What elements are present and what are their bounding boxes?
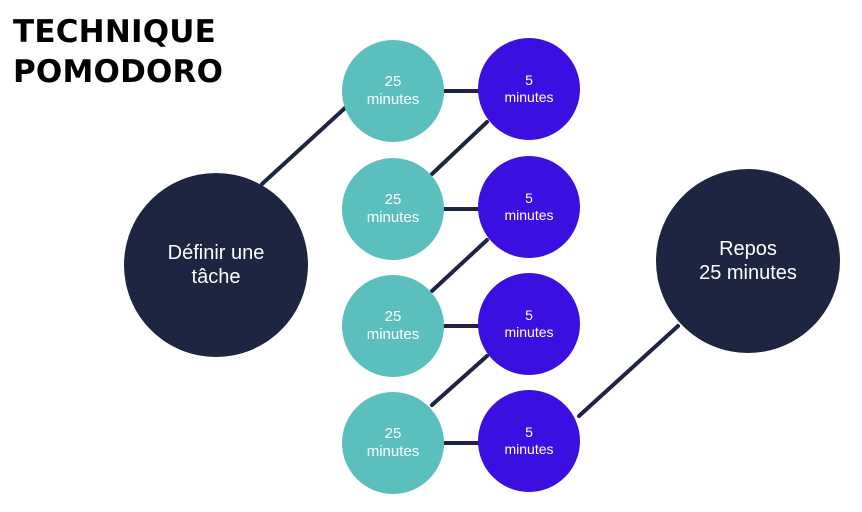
work-session-1-unit: minutes	[366, 91, 420, 108]
connector-task-to-work-1	[260, 106, 347, 186]
break-4-value: 5	[525, 424, 533, 440]
connector-break-3-to-work-4	[430, 354, 489, 407]
rest-node: Repos 25 minutes	[656, 169, 840, 353]
break-2-value: 5	[525, 190, 533, 206]
work-session-3-unit: minutes	[366, 326, 420, 343]
connector-break-2-to-work-3	[430, 238, 489, 293]
break-node-2: 5 minutes	[478, 156, 580, 258]
connector-break-4-to-rest	[577, 324, 680, 418]
connector-break-1-to-work-2	[430, 120, 489, 176]
task-node: Définir une tâche	[124, 173, 308, 357]
break-3-unit: minutes	[504, 324, 554, 340]
break-4-unit: minutes	[504, 441, 554, 457]
work-session-node-3: 25 minutes	[342, 275, 444, 377]
rest-node-line-1: Repos	[719, 238, 777, 260]
task-node-line-2: tâche	[191, 266, 241, 288]
work-session-4-value: 25	[384, 425, 402, 442]
break-1-unit: minutes	[504, 89, 554, 105]
work-session-2-value: 25	[384, 191, 402, 208]
title-line-2: POMODORO	[13, 54, 224, 90]
break-node-3: 5 minutes	[478, 273, 580, 375]
break-node-1: 5 minutes	[478, 38, 580, 140]
break-3-value: 5	[525, 307, 533, 323]
diagram-title: TECHNIQUE POMODORO	[13, 12, 223, 92]
work-session-node-1: 25 minutes	[342, 40, 444, 142]
work-session-4-unit: minutes	[366, 443, 420, 460]
work-session-1-value: 25	[384, 73, 402, 90]
break-1-value: 5	[525, 72, 533, 88]
rest-node-line-2: 25 minutes	[699, 262, 797, 284]
work-session-2-unit: minutes	[366, 209, 420, 226]
break-2-unit: minutes	[504, 207, 554, 223]
work-session-node-4: 25 minutes	[342, 392, 444, 494]
task-node-line-1: Définir une	[167, 242, 265, 264]
work-session-node-2: 25 minutes	[342, 158, 444, 260]
work-session-3-value: 25	[384, 308, 402, 325]
break-node-4: 5 minutes	[478, 390, 580, 492]
title-line-1: TECHNIQUE	[13, 14, 216, 50]
